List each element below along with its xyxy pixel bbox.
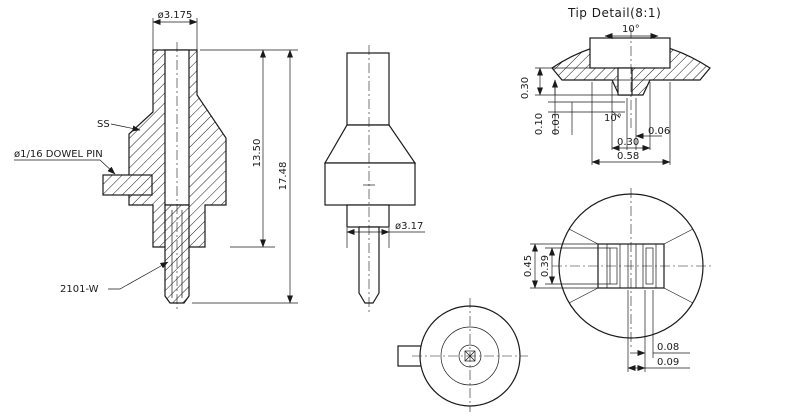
dim-0-06: 0.06 xyxy=(648,126,670,137)
callout-ss: SS xyxy=(97,119,110,130)
callout-dowel-pin: ø1/16 DOWEL PIN xyxy=(14,149,103,160)
dim-13-50: 13.50 xyxy=(252,139,263,168)
callout-wire: 2101-W xyxy=(60,284,99,295)
dim-pin-diameter: ø3.17 xyxy=(395,221,423,232)
side-view: ø3.17 xyxy=(323,45,425,312)
tip-end-detail: 0.45 0.39 0.08 0.09 xyxy=(523,188,712,372)
dim-0-10: 0.10 xyxy=(534,113,545,135)
dim-tip-angle-top: 10° xyxy=(622,24,640,35)
dim-0-03: 0.03 xyxy=(551,113,562,135)
dim-0-39: 0.39 xyxy=(540,255,551,277)
dim-0-09: 0.09 xyxy=(657,357,679,368)
dim-0-58: 0.58 xyxy=(617,151,639,162)
dim-top-diameter: ø3.175 xyxy=(158,10,193,21)
dim-17-48: 17.48 xyxy=(278,162,289,191)
dim-0-30-vertical: 0.30 xyxy=(520,77,531,99)
end-view xyxy=(397,298,528,412)
detail-title: Tip Detail(8:1) xyxy=(567,6,661,20)
section-view: ø3.175 13.50 17.48 SS ø1/16 DOWEL PIN 21… xyxy=(14,10,298,312)
tip-detail: Tip Detail(8:1) 10° 0.30 0.10 0.03 10° xyxy=(520,6,711,165)
dim-0-30-horizontal: 0.30 xyxy=(617,137,639,148)
dim-0-08: 0.08 xyxy=(657,342,679,353)
dowel-pin xyxy=(102,174,153,196)
dim-tip-angle-bottom: 10° xyxy=(604,113,622,124)
dim-0-45: 0.45 xyxy=(523,255,534,277)
